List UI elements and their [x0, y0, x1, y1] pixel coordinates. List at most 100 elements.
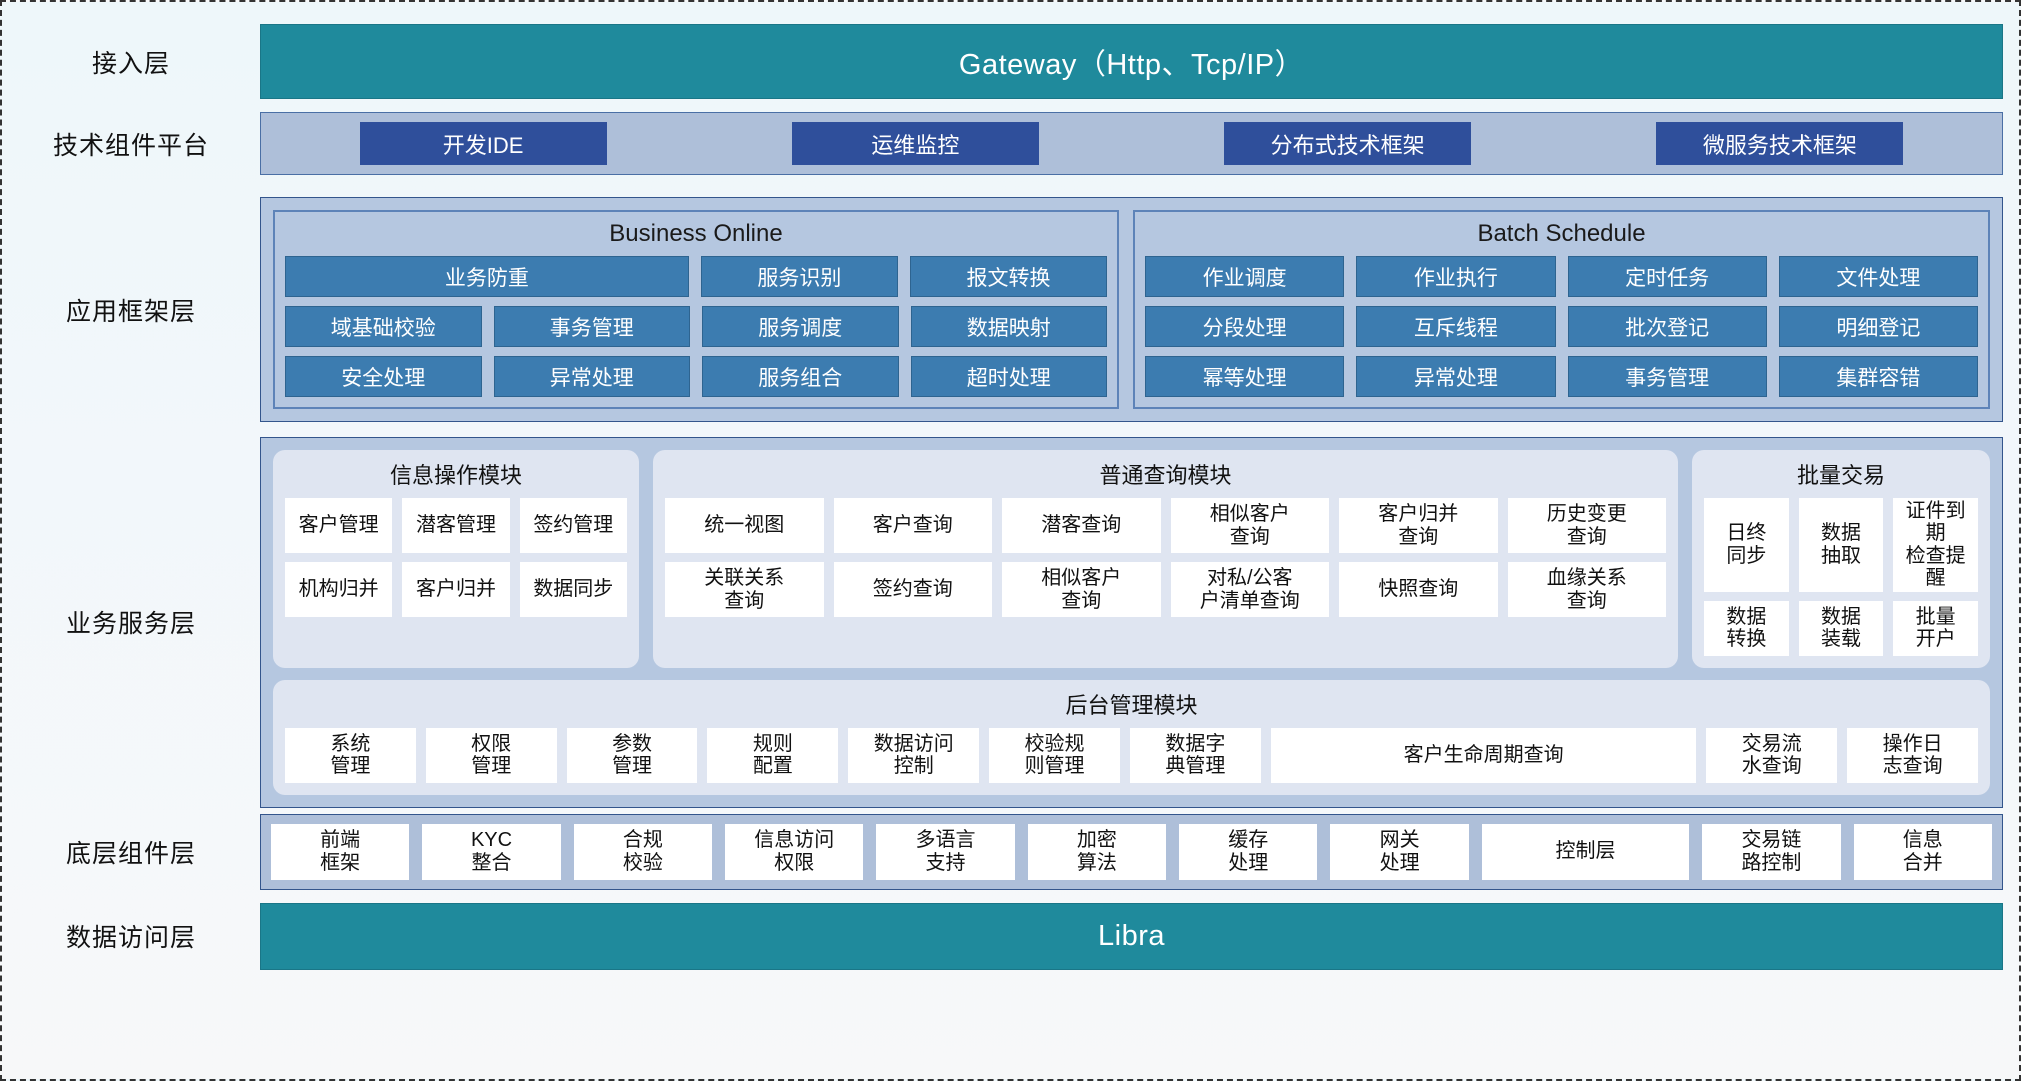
app-box-ywfz[interactable]: 业务防重 [285, 256, 689, 297]
tech-box-ops-monitor[interactable]: 运维监控 [791, 122, 1039, 165]
tech-box-distributed-framework[interactable]: 分布式技术框架 [1224, 122, 1472, 165]
tech-box-dev-ide[interactable]: 开发IDE [359, 122, 607, 165]
app-box-swgl[interactable]: 事务管理 [493, 306, 690, 347]
bottom-box-dyyzc[interactable]: 多语言 支持 [876, 823, 1015, 880]
app-box-zyzx[interactable]: 作业执行 [1356, 256, 1556, 297]
biz-box-jylscx[interactable]: 交易流 水查询 [1706, 727, 1838, 783]
biz-row: 数据 转换 数据 装载 批量 开户 [1704, 600, 1979, 656]
biz-box-khsmzqcx[interactable]: 客户生命周期查询 [1270, 727, 1697, 783]
app-box-mdcl[interactable]: 幂等处理 [1145, 356, 1345, 397]
app-row: 业务防重 服务识别 报文转换 [285, 256, 1108, 297]
layer-data-access: 数据访问层 Libra [2, 902, 2019, 970]
layer-business-service: 业务服务层 信息操作模块 客户管理 潜客管理 签约管理 机构归并 [2, 437, 2019, 808]
info-operation-grid: 客户管理 潜客管理 签约管理 机构归并 客户归并 数据同步 [285, 498, 627, 617]
app-box-fwzh[interactable]: 服务组合 [702, 356, 899, 397]
bottom-box-wgcl[interactable]: 网关 处理 [1330, 823, 1469, 880]
bottom-box-jmsf[interactable]: 加密 算法 [1027, 823, 1167, 880]
bottom-box-xxfwqx[interactable]: 信息访问 权限 [725, 823, 864, 880]
tech-platform-panel: 开发IDE 运维监控 分布式技术框架 微服务技术框架 [260, 112, 2003, 175]
biz-box-sjzdgl[interactable]: 数据字 典管理 [1129, 727, 1261, 783]
panel-common-query: 普通查询模块 统一视图 客户查询 潜客查询 相似客户 查询 客户归并 查询 历史… [653, 450, 1678, 668]
biz-box-xygxcx[interactable]: 血缘关系 查询 [1507, 562, 1666, 617]
app-box-fdcl[interactable]: 分段处理 [1145, 306, 1345, 347]
app-box-hcxc[interactable]: 互斥线程 [1356, 306, 1556, 347]
biz-box-sjcq[interactable]: 数据 抽取 [1798, 498, 1884, 592]
business-service-panel: 信息操作模块 客户管理 潜客管理 签约管理 机构归并 客户归并 数据同步 [260, 437, 2003, 808]
biz-box-khcx[interactable]: 客户查询 [833, 498, 992, 553]
app-box-wjcl[interactable]: 文件处理 [1778, 256, 1978, 297]
layer-label-bottom-components: 底层组件层 [65, 839, 196, 868]
biz-box-plkh[interactable]: 批量 开户 [1893, 600, 1979, 656]
panel-title-batch-trade: 批量交易 [1796, 463, 1885, 488]
layer-label-business-service: 业务服务层 [65, 610, 196, 639]
biz-row: 机构归并 客户归并 数据同步 [285, 562, 627, 617]
gateway-bar[interactable]: Gateway（Http、Tcp/IP） [260, 24, 2003, 99]
biz-box-xtgl[interactable]: 系统 管理 [285, 727, 416, 783]
bottom-box-qdkj[interactable]: 前端 框架 [271, 823, 410, 880]
bottom-box-xxhb[interactable]: 信息 合并 [1853, 823, 1992, 880]
app-box-pcdj[interactable]: 批次登记 [1567, 306, 1767, 347]
app-box-cscl[interactable]: 超时处理 [910, 356, 1107, 397]
app-box-mxdj[interactable]: 明细登记 [1778, 306, 1978, 347]
biz-box-jggb[interactable]: 机构归并 [285, 562, 393, 617]
app-box-fwdd[interactable]: 服务调度 [702, 306, 899, 347]
biz-box-rztb[interactable]: 日终 同步 [1704, 498, 1789, 592]
biz-box-dsgkhqdcx[interactable]: 对私/公客 户清单查询 [1170, 562, 1329, 617]
app-box-swgl-batch[interactable]: 事务管理 [1567, 356, 1767, 397]
biz-box-khgb[interactable]: 客户归并 [402, 562, 510, 617]
biz-box-sjtb[interactable]: 数据同步 [519, 562, 627, 617]
tech-cell: 开发IDE [267, 122, 699, 165]
biz-box-glgxcx[interactable]: 关联关系 查询 [665, 562, 824, 617]
layer-body-bottom-components: 前端 框架 KYC 整合 合规 校验 信息访问 权限 多语言 支持 加密 算法 … [260, 813, 2019, 890]
biz-box-csgl[interactable]: 参数 管理 [566, 727, 698, 783]
app-row: 分段处理 互斥线程 批次登记 明细登记 [1145, 306, 1978, 347]
biz-box-jygzgl[interactable]: 校验规 则管理 [989, 727, 1120, 783]
biz-box-sjzh[interactable]: 数据 转换 [1704, 600, 1789, 656]
layer-label-app-framework: 应用框架层 [65, 297, 196, 326]
biz-box-qkcx[interactable]: 潜客查询 [1002, 498, 1161, 553]
tech-box-microservice-framework[interactable]: 微服务技术框架 [1656, 122, 1904, 165]
batch-schedule-grid: 作业调度 作业执行 定时任务 文件处理 分段处理 互斥线程 批次登记 明细登记 [1145, 256, 1978, 397]
app-box-zydd[interactable]: 作业调度 [1145, 256, 1345, 297]
biz-box-xskhcx[interactable]: 相似客户 查询 [1170, 498, 1329, 553]
biz-box-gzpz[interactable]: 规则 配置 [707, 727, 839, 783]
bottom-box-hgjy[interactable]: 合规 校验 [573, 823, 713, 880]
libra-bar[interactable]: Libra [260, 902, 2003, 970]
biz-box-zjdqjctx[interactable]: 证件到期 检查提醒 [1893, 498, 1979, 592]
layer-bottom-components: 底层组件层 前端 框架 KYC 整合 合规 校验 信息访问 权限 多语言 支持 … [2, 813, 2019, 890]
app-box-yccl-batch[interactable]: 异常处理 [1356, 356, 1556, 397]
layer-body-app-framework: Business Online 业务防重 服务识别 报文转换 域基础校验 事务管… [260, 197, 2019, 422]
biz-box-tyst[interactable]: 统一视图 [665, 498, 824, 553]
bottom-box-hccl[interactable]: 缓存 处理 [1179, 823, 1318, 880]
biz-box-czrzcx[interactable]: 操作日 志查询 [1847, 727, 1979, 783]
bottom-box-jylkz[interactable]: 交易链 路控制 [1702, 823, 1841, 880]
app-row: 安全处理 异常处理 服务组合 超时处理 [285, 356, 1107, 397]
biz-box-kzcx[interactable]: 快照查询 [1339, 562, 1498, 617]
biz-box-qygl[interactable]: 签约管理 [519, 498, 627, 553]
biz-box-sjzz[interactable]: 数据 装载 [1798, 600, 1884, 656]
panel-backoffice: 后台管理模块 系统 管理 权限 管理 参数 管理 规则 配置 数据访问 控制 校… [273, 679, 1990, 795]
tech-cell: 微服务技术框架 [1564, 122, 1996, 165]
biz-box-xskhcx2[interactable]: 相似客户 查询 [1002, 562, 1161, 617]
app-box-yccl[interactable]: 异常处理 [493, 356, 690, 397]
biz-row: 日终 同步 数据 抽取 证件到期 检查提醒 [1704, 498, 1979, 592]
bottom-box-kzc[interactable]: 控制层 [1481, 823, 1690, 880]
biz-box-sjfwkz[interactable]: 数据访问 控制 [848, 727, 980, 783]
app-box-bwzh[interactable]: 报文转换 [909, 256, 1108, 297]
app-box-aqcl[interactable]: 安全处理 [285, 356, 482, 397]
layer-body-access: Gateway（Http、Tcp/IP） [260, 24, 2019, 99]
app-box-yjcjy[interactable]: 域基础校验 [285, 306, 482, 347]
app-box-dsrw[interactable]: 定时任务 [1567, 256, 1767, 297]
biz-box-qxgl[interactable]: 权限 管理 [425, 727, 557, 783]
app-box-sjys[interactable]: 数据映射 [910, 306, 1107, 347]
biz-box-qycx[interactable]: 签约查询 [833, 562, 992, 617]
biz-box-khgbcx[interactable]: 客户归并 查询 [1339, 498, 1498, 553]
bottom-box-kyc[interactable]: KYC 整合 [422, 823, 561, 880]
app-box-jqrc[interactable]: 集群容错 [1778, 356, 1978, 397]
biz-box-lsbgcx[interactable]: 历史变更 查询 [1507, 498, 1666, 553]
biz-box-khgl[interactable]: 客户管理 [285, 498, 393, 553]
panel-title-info-operation: 信息操作模块 [389, 463, 522, 488]
biz-box-qkgl[interactable]: 潜客管理 [402, 498, 510, 553]
app-box-fwsb[interactable]: 服务识别 [700, 256, 898, 297]
